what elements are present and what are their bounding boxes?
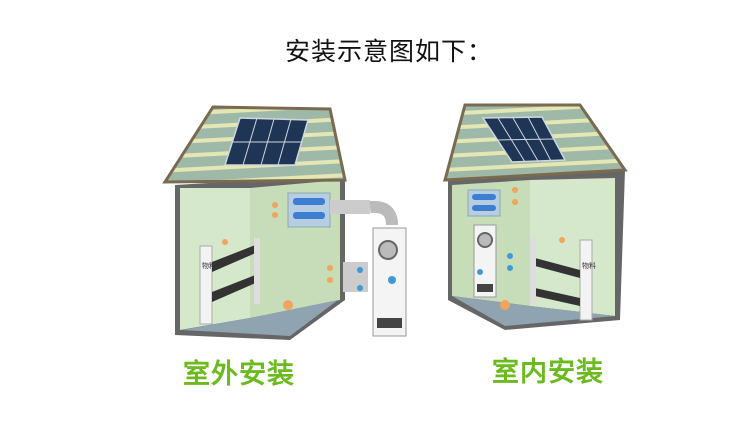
floor — [452, 296, 615, 326]
solar-panel — [223, 117, 309, 166]
warm-air-arrows-icon — [222, 202, 333, 310]
rack-label: 物料 — [582, 261, 596, 270]
indoor-install-label: 室内安装 — [492, 357, 604, 388]
left-wall — [180, 188, 250, 330]
outdoor-install-label: 室外安装 — [183, 359, 295, 390]
solar-panel — [481, 116, 567, 163]
drying-rack: 物料 — [199, 238, 260, 325]
duct — [330, 200, 370, 214]
air-unit — [467, 189, 501, 217]
outdoor-house: 物料 — [162, 105, 398, 340]
rack-label: 物料 — [202, 261, 216, 270]
page-title: 安装示意图如下： — [285, 37, 494, 66]
drying-rack: 物料 — [530, 238, 596, 321]
right-wall — [530, 178, 615, 316]
warm-air-arrows-icon — [500, 187, 565, 310]
floor — [182, 300, 338, 336]
cool-air-arrows-icon — [477, 253, 513, 275]
dryer-unit-outdoor — [357, 227, 407, 337]
indoor-house: 物料 — [443, 103, 628, 330]
